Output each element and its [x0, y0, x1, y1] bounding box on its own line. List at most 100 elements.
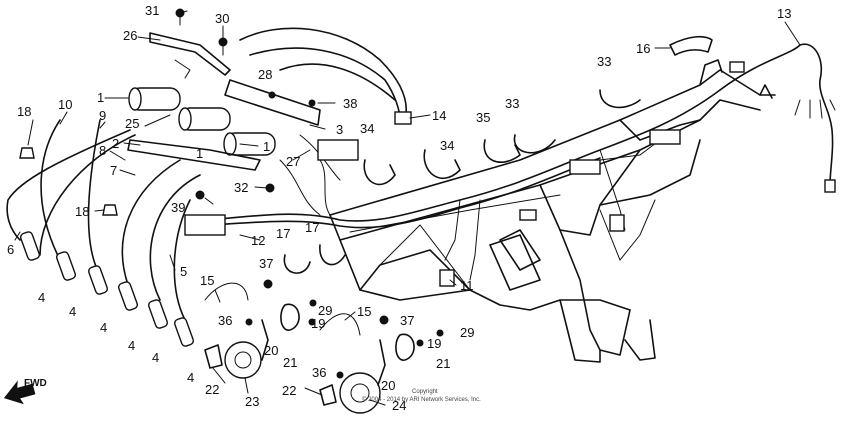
connector-27 [317, 139, 359, 161]
horn-bracket [261, 319, 269, 361]
leader-lines [14, 10, 801, 406]
callout-37: 37 [400, 313, 414, 328]
callout-1: 1 [263, 139, 270, 154]
callout-4: 4 [69, 304, 76, 319]
sensor-18 [19, 147, 35, 159]
callout-4: 4 [128, 338, 135, 353]
fwd-indicator: FWD [3, 378, 47, 405]
callout-17: 17 [276, 226, 290, 241]
spark-plug-cap [56, 251, 76, 281]
callout-35: 35 [476, 110, 490, 125]
callout-4: 4 [100, 320, 107, 335]
callout-11: 11 [460, 278, 474, 293]
clamp-16 [669, 35, 713, 56]
horn-cover [204, 344, 223, 369]
callout-36: 36 [312, 365, 326, 380]
bolt-29 [436, 329, 444, 337]
coil-bracket-lower [127, 139, 261, 171]
callout-20: 20 [264, 343, 278, 358]
spark-plug-cap [88, 265, 108, 295]
bolt-29 [309, 299, 317, 307]
callout-28: 28 [258, 67, 272, 82]
clamps [283, 35, 713, 274]
callout-4: 4 [187, 370, 194, 385]
clamp [283, 254, 311, 274]
ignition-coil [223, 132, 276, 156]
callout-12: 12 [251, 233, 265, 248]
callout-16: 16 [636, 41, 650, 56]
callout-18: 18 [75, 204, 89, 219]
horn-mount [280, 303, 300, 331]
callout-4: 4 [38, 290, 45, 305]
horn-23 [224, 341, 262, 379]
bolt-38 [308, 99, 316, 107]
callout-36: 36 [218, 313, 232, 328]
callout-38: 38 [343, 96, 357, 111]
callout-29: 29 [460, 325, 474, 340]
wire-harness [209, 43, 836, 281]
callout-18: 18 [17, 104, 31, 119]
callout-32: 32 [234, 180, 248, 195]
horn-bracket [377, 339, 386, 386]
high-tension-cords [6, 119, 201, 321]
callout-34: 34 [440, 138, 454, 153]
spark-plug-cap [20, 231, 40, 261]
callout-23: 23 [245, 394, 259, 409]
callout-26: 26 [123, 28, 137, 43]
connector-12 [184, 214, 226, 236]
upper-bracket [149, 32, 231, 76]
callout-37: 37 [259, 256, 273, 271]
callout-4: 4 [152, 350, 159, 365]
clamp [319, 244, 346, 266]
callout-25: 25 [125, 116, 139, 131]
horn-mount [395, 333, 415, 361]
callout-27: 27 [286, 154, 300, 169]
bolt-36 [336, 371, 344, 379]
ignition-coils [127, 32, 321, 171]
callout-29: 29 [318, 303, 332, 318]
callout-3: 3 [336, 122, 343, 137]
bolt-36 [245, 318, 253, 326]
clamp [423, 149, 461, 179]
frame [329, 59, 776, 363]
callout-22: 22 [205, 382, 219, 397]
callout-10: 10 [58, 97, 72, 112]
callout-20: 20 [381, 378, 395, 393]
callout-13: 13 [777, 6, 791, 21]
callout-30: 30 [215, 11, 229, 26]
callout-22: 22 [282, 383, 296, 398]
spark-plug-caps [20, 231, 194, 347]
horn-cover [319, 384, 337, 406]
callout-34: 34 [360, 121, 374, 136]
fwd-arrow-icon [3, 380, 36, 405]
callout-14: 14 [432, 108, 446, 123]
callout-1: 1 [97, 90, 104, 105]
clamp [483, 139, 521, 164]
callout-labels: 31 30 26 13 16 33 33 28 38 14 35 34 34 3… [7, 3, 791, 413]
bolt-19 [416, 339, 424, 347]
clamp [513, 134, 556, 154]
copyright-line-1: Copyright [412, 389, 438, 395]
bolt-19 [308, 318, 316, 326]
bolt-37 [379, 315, 389, 325]
ignition-coil [128, 87, 181, 111]
callout-21: 21 [436, 356, 450, 371]
horns [204, 282, 415, 414]
sensor-18 [102, 204, 118, 216]
callout-1: 1 [196, 146, 203, 161]
spark-plug-cap [174, 317, 194, 347]
callout-39: 39 [171, 200, 185, 215]
bolt-39 [195, 190, 205, 200]
callout-31: 31 [145, 3, 159, 18]
spark-plug-cap [148, 299, 168, 329]
bolt-37 [263, 279, 273, 289]
callout-7: 7 [110, 163, 117, 178]
clamp [599, 89, 641, 109]
callout-5: 5 [180, 264, 187, 279]
callout-2: 2 [112, 136, 119, 151]
callout-21: 21 [283, 355, 297, 370]
callout-24: 24 [392, 398, 406, 413]
copyright-notice: Copyright © 2004 - 2014 by ARI Network S… [362, 389, 481, 403]
callout-6: 6 [7, 242, 14, 257]
